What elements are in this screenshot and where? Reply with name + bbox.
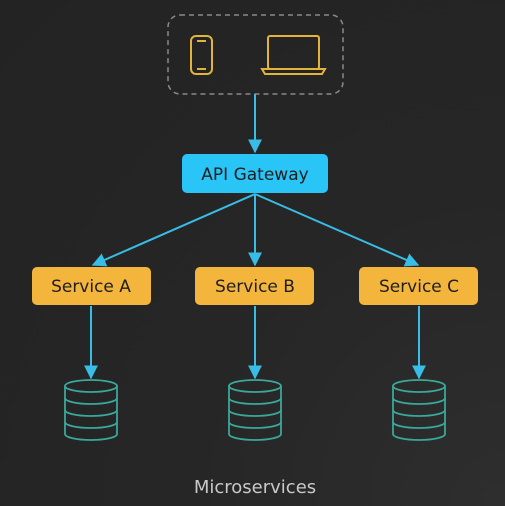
api-gateway-label: API Gateway [201,165,308,185]
service-b-label: Service B [215,277,295,297]
mobile-phone-icon [190,35,213,75]
api-gateway-node: API Gateway [182,154,328,193]
database-icon [64,379,118,441]
service-c-node: Service C [359,267,478,305]
diagram-caption: Microservices [194,477,316,498]
service-b-node: Service B [195,267,314,305]
arrow-gateway-to-service-c [254,193,420,267]
laptop-icon [260,35,327,75]
database-icon [392,379,446,441]
clients-group [167,14,344,95]
service-a-node: Service A [32,267,151,305]
database-icon [228,379,282,441]
service-c-label: Service C [379,277,459,297]
arrow-gateway-to-service-a [91,193,256,267]
service-a-label: Service A [51,277,131,297]
